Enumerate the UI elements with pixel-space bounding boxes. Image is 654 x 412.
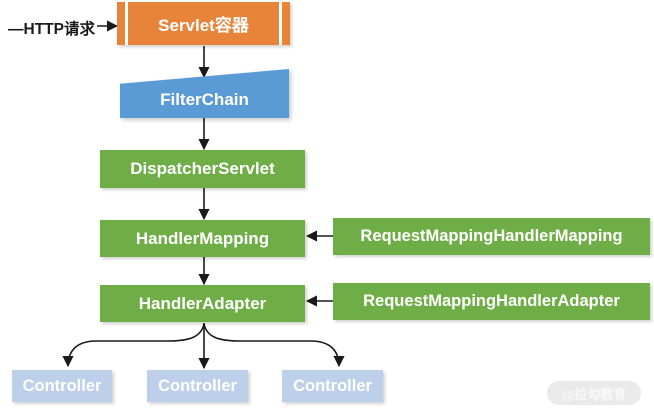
node-filter-chain-label: FilterChain [160,90,249,109]
node-request-mapping-handler-adapter: RequestMappingHandlerAdapter [333,283,650,320]
node-controller-1: Controller [12,370,112,402]
watermark-text: @拉勾教育 [561,386,627,402]
node-handler-mapping: HandlerMapping [100,220,305,257]
node-handler-mapping-label: HandlerMapping [135,228,270,248]
node-filter-chain: FilterChain [120,69,289,118]
node-request-mapping-handler-adapter-label: RequestMappingHandlerAdapter [363,292,620,310]
node-handler-adapter-label: HandlerAdapter [138,293,267,313]
node-controller-3: Controller [282,370,383,402]
node-servlet-container: Servlet容器 [117,2,290,45]
http-request-label: —HTTP请求 [8,21,95,38]
node-dispatcher-servlet: DispatcherServlet [100,150,305,188]
servlet-right-stripe [279,2,282,45]
node-request-mapping-handler-mapping: RequestMappingHandlerMapping [333,218,650,255]
arrow-to-controller-right [203,323,345,368]
node-controller-1-label: Controller [22,376,102,395]
node-controller-3-label: Controller [293,376,372,395]
node-controller-2: Controller [147,370,248,402]
node-handler-adapter: HandlerAdapter [100,285,305,322]
filter-chain-shape: FilterChain [120,69,289,118]
watermark-badge: @拉勾教育 [547,381,641,405]
node-request-mapping-handler-mapping-label: RequestMappingHandlerMapping [360,227,623,245]
node-servlet-container-label: Servlet容器 [158,16,249,35]
node-dispatcher-servlet-label: DispatcherServlet [130,159,275,178]
arrow-to-controller-left [62,323,205,368]
node-controller-2-label: Controller [158,376,237,395]
servlet-left-stripe [125,2,128,45]
